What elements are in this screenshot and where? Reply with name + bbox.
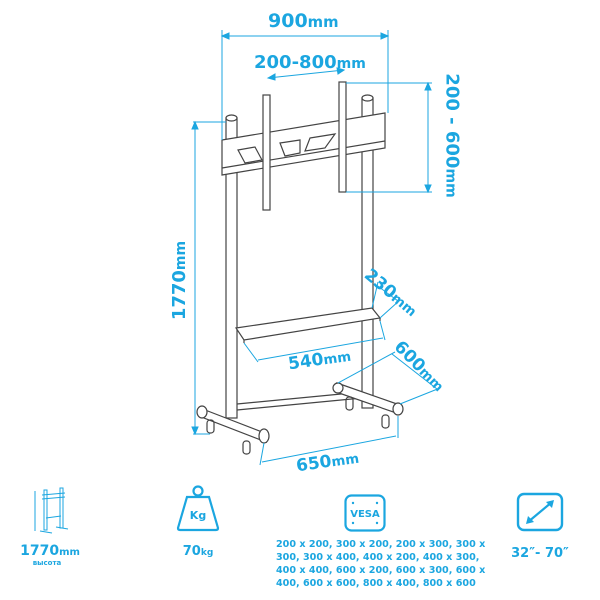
feature-screen-size: 32″- 70″ — [500, 492, 580, 561]
stand-icon — [34, 487, 69, 534]
dim-vesa-horizontal: 200-800mm — [254, 52, 366, 73]
feature-vesa: VESA — [344, 494, 386, 536]
height-caption: высота — [32, 559, 62, 567]
screen-size-range: 32″- 70″ — [511, 546, 569, 561]
svg-text:VESA: VESA — [350, 509, 380, 520]
vesa-icon: VESA — [344, 494, 386, 532]
weight-icon: Kg — [176, 485, 220, 532]
dim-height: 1770mm — [169, 240, 191, 321]
feature-weight: Kg 70kg — [158, 484, 238, 559]
stand-drawing — [191, 30, 441, 466]
feature-height: 1770mm высота — [10, 485, 90, 567]
dim-total-width: 900mm — [268, 10, 339, 32]
vesa-patterns: 200 x 200, 300 x 200, 200 x 300, 300 x 3… — [276, 539, 486, 589]
dim-vesa-vertical: 200 - 600mm — [441, 73, 463, 198]
diagonal-icon — [516, 492, 564, 532]
svg-text:Kg: Kg — [190, 509, 206, 522]
